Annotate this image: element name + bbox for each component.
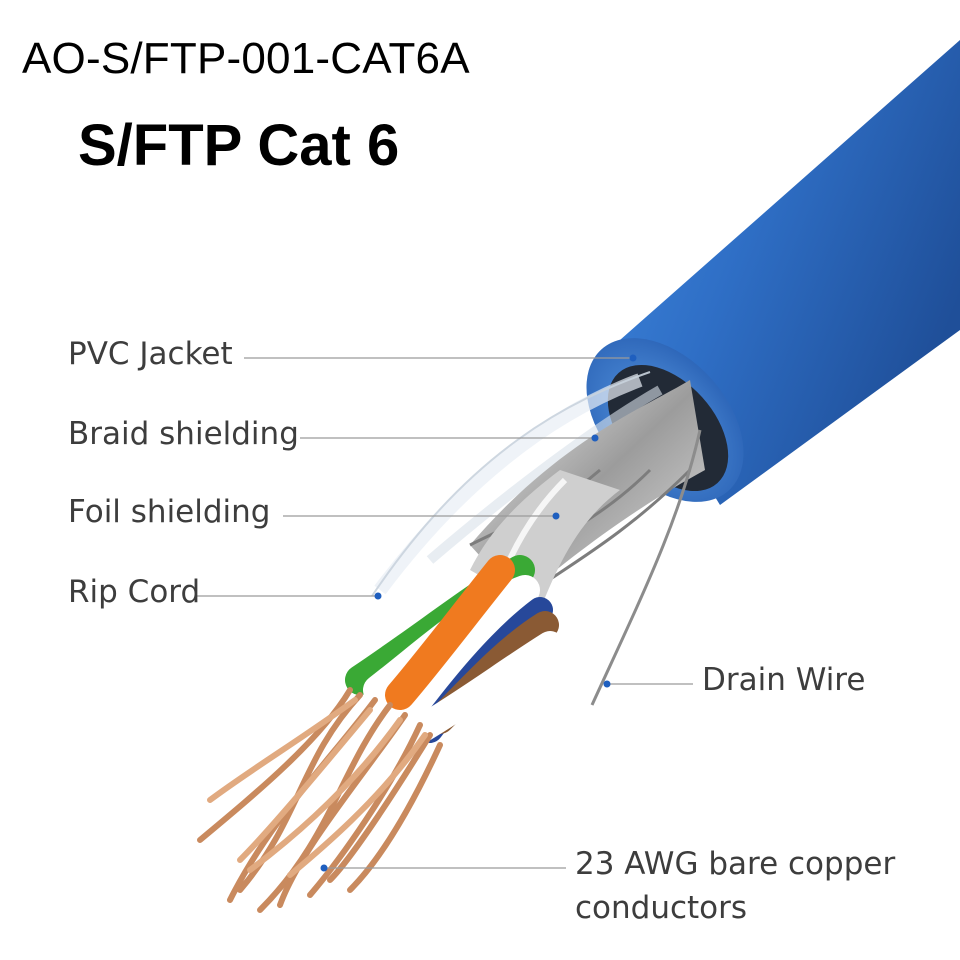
dot-drain-wire (603, 680, 611, 688)
leader-dots (320, 354, 637, 872)
dot-rip-cord (374, 592, 382, 600)
dot-braid-shielding (591, 434, 599, 442)
product-title: S/FTP Cat 6 (78, 113, 400, 178)
dot-conductors (320, 864, 328, 872)
model-code: AO-S/FTP-001-CAT6A (22, 34, 470, 83)
dot-pvc-jacket (629, 354, 637, 362)
drain-wire-shape (590, 429, 702, 706)
label-foil-shielding: Foil shielding (68, 494, 271, 530)
rip-cord-shape (371, 371, 663, 597)
label-conductors-line2: conductors (575, 890, 748, 926)
label-rip-cord: Rip Cord (68, 574, 201, 610)
label-pvc-jacket: PVC Jacket (68, 336, 233, 372)
label-braid-shielding: Braid shielding (68, 416, 299, 452)
label-conductors-line1: 23 AWG bare copper (575, 846, 896, 882)
twisted-pairs-shape (345, 555, 564, 744)
label-drain-wire: Drain Wire (702, 662, 866, 698)
leader-lines (196, 357, 693, 869)
copper-conductors-shape (197, 687, 443, 913)
dot-foil-shielding (552, 512, 560, 520)
